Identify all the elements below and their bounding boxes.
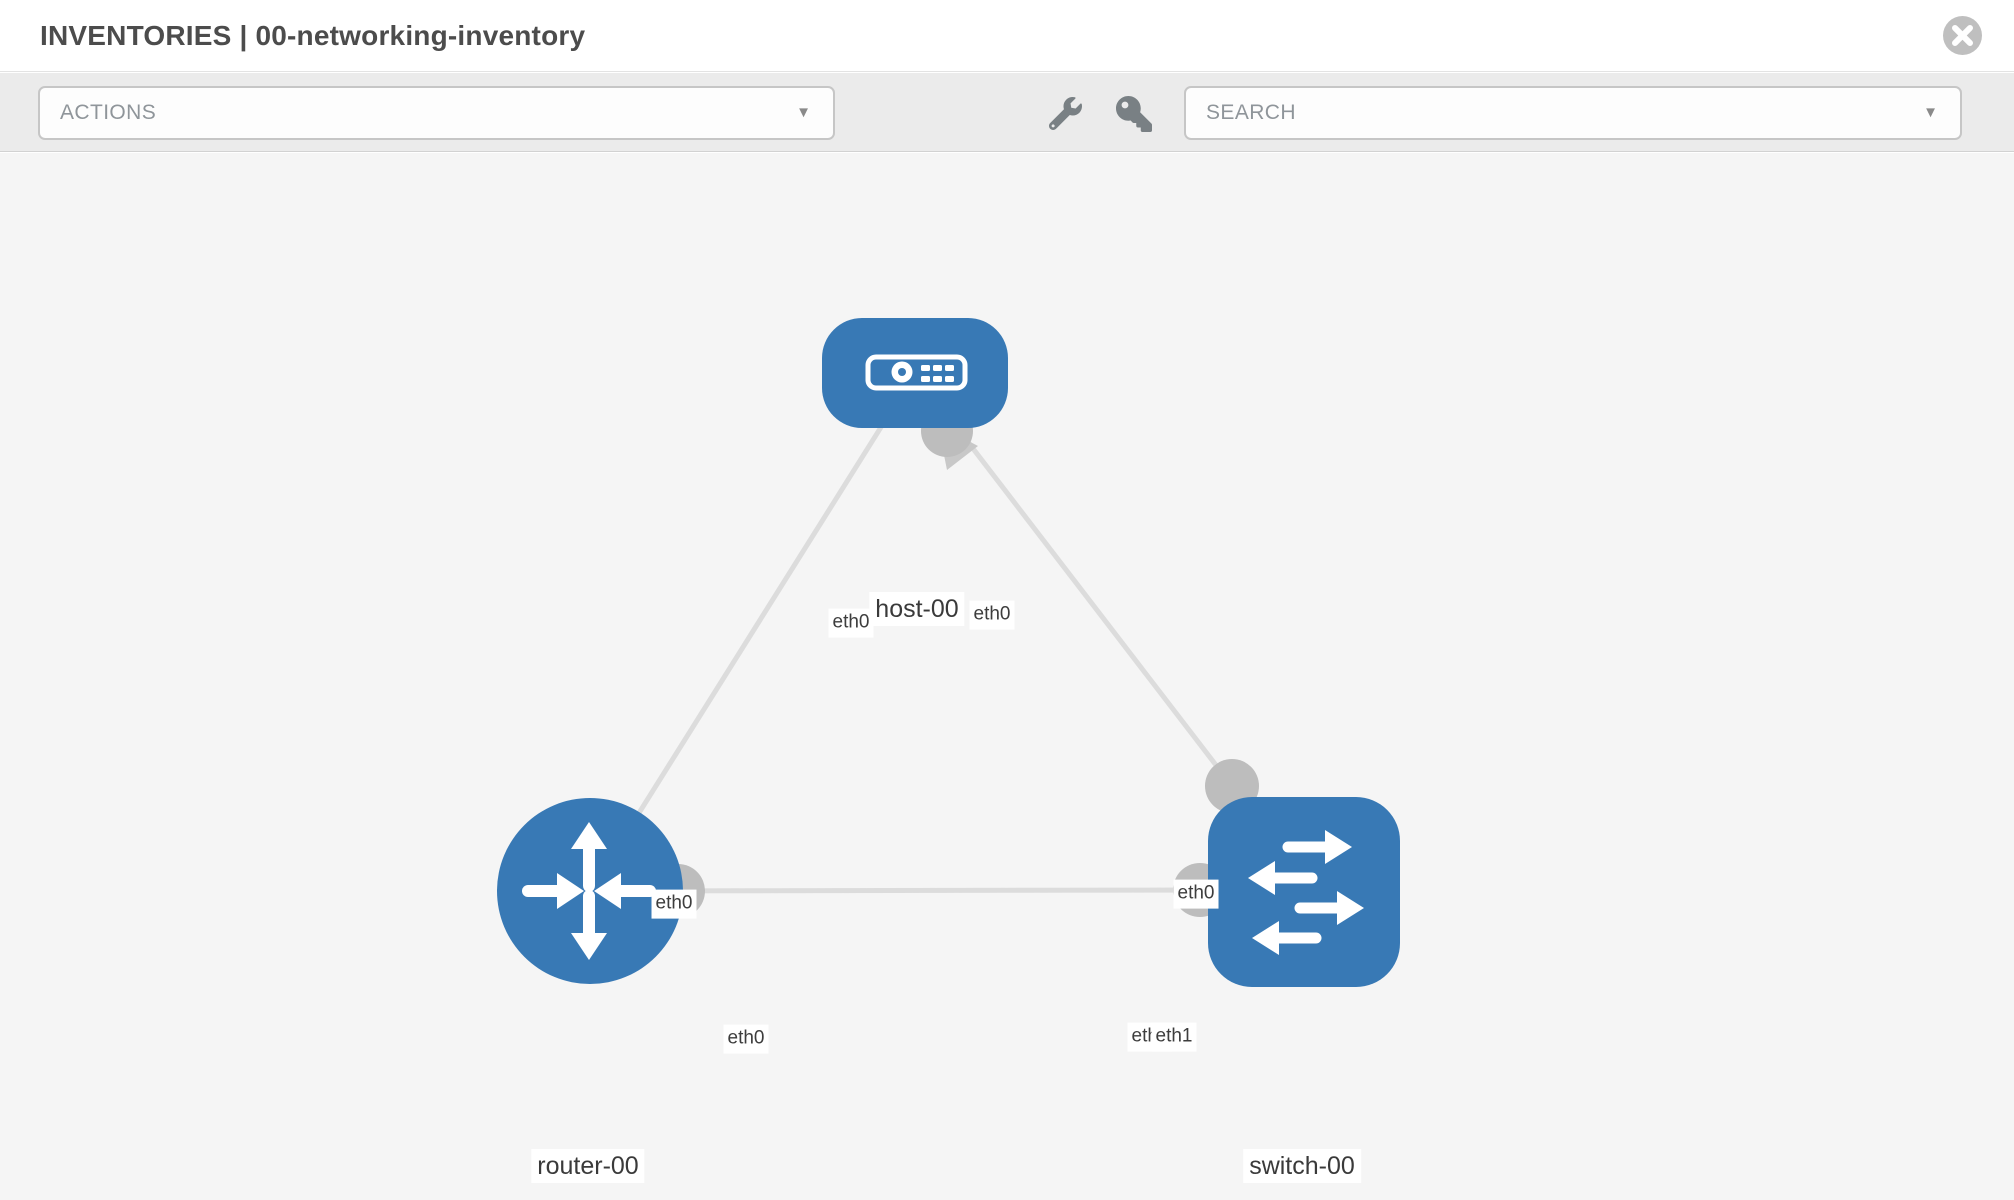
- node-host[interactable]: [822, 318, 1008, 428]
- node-label-router: router-00: [531, 1149, 645, 1183]
- page-title: INVENTORIES | 00-networking-inventory: [40, 20, 586, 51]
- iface-label-router-diag: eth0: [651, 889, 697, 919]
- node-router[interactable]: [497, 798, 683, 984]
- host-icon: [865, 354, 968, 391]
- link-host-router: [587, 371, 918, 893]
- topology-canvas[interactable]: host-00 router-00 switch-00 eth0 eth0 et…: [0, 153, 2014, 1200]
- wrench-icon: [1048, 97, 1082, 131]
- actions-dropdown-label: ACTIONS: [60, 101, 157, 124]
- iface-label-host-left: eth0: [828, 608, 874, 638]
- node-switch[interactable]: [1208, 797, 1400, 987]
- iface-label-router-port: eth0: [723, 1024, 769, 1054]
- switch-icon: [1248, 830, 1364, 955]
- header: INVENTORIES | 00-networking-inventory: [0, 0, 2014, 72]
- topology-graph: [497, 318, 1400, 987]
- iface-label-host-right: eth0: [969, 600, 1015, 630]
- node-label-host: host-00: [869, 592, 965, 626]
- iface-label-switch-port: eth1: [1151, 1022, 1197, 1052]
- credentials-button[interactable]: [1116, 96, 1152, 137]
- close-button[interactable]: [1943, 16, 1982, 55]
- router-icon: [522, 822, 656, 960]
- actions-dropdown[interactable]: ACTIONS ▼: [38, 86, 835, 140]
- toolbar: ACTIONS ▼ SEARCH ▼: [0, 73, 2014, 152]
- search-dropdown-label: SEARCH: [1206, 101, 1296, 124]
- chevron-down-icon: ▼: [796, 104, 811, 121]
- chevron-down-icon: ▼: [1923, 104, 1938, 121]
- search-dropdown[interactable]: SEARCH ▼: [1184, 86, 1962, 140]
- node-label-switch: switch-00: [1243, 1149, 1361, 1183]
- configure-button[interactable]: [1048, 97, 1082, 135]
- iface-label-switch-top: eth0: [1173, 879, 1219, 909]
- close-icon: [1952, 25, 1973, 46]
- key-icon: [1116, 96, 1152, 132]
